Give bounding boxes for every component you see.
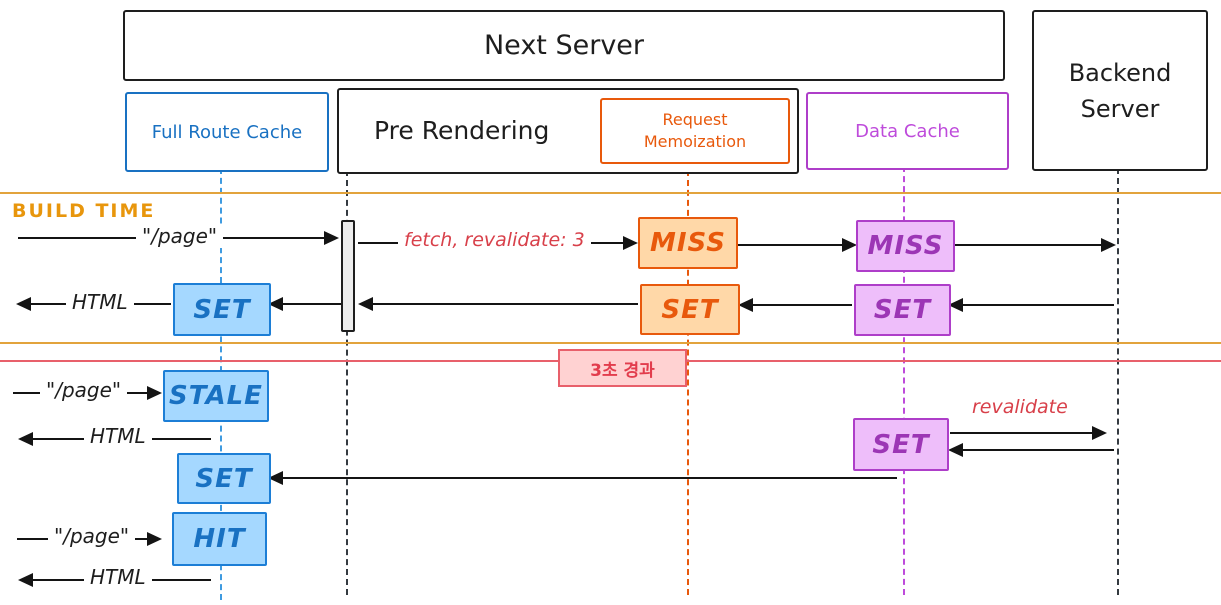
memo-set-box: SET [640,284,740,335]
data-cache-label: Data Cache [855,120,960,142]
elapsed-badge: 3초 경과 [558,349,687,387]
activation-bar [341,220,355,332]
build-time-start-line [0,192,1221,194]
data-set-box-1: SET [854,284,951,336]
backend-server-box: Backend Server [1032,10,1208,171]
fetch-revalidate-label: fetch, revalidate: 3 [398,229,591,251]
route-stale-box: STALE [163,370,269,422]
dataset-to-routeset-arrow [268,471,897,485]
page-request-label-1: "/page" [136,224,224,248]
data-cache-lifeline [903,166,905,595]
memo-to-datacache-arrow [737,238,857,252]
backend-server-lifeline [1117,168,1119,595]
datacache-to-backend-arrow [954,238,1116,252]
html-label-3: HTML [84,565,152,589]
revalidate-return-arrow [948,443,1114,457]
revalidate-arrow [950,426,1107,440]
build-time-end-line [0,342,1221,344]
revalidate-label: revalidate [972,396,1068,418]
pre-rendering-label: Pre Rendering [374,116,550,145]
full-route-cache-box: Full Route Cache [125,92,329,172]
html-label-2: HTML [84,424,152,448]
build-time-label: BUILD TIME [12,200,156,222]
backend-return-arrow [948,298,1114,312]
pre-rendering-lifeline [346,170,348,595]
backend-server-label: Backend Server [1068,58,1172,123]
route-set-box-1: SET [173,283,271,336]
page-request-label-2: "/page" [40,378,128,402]
data-cache-box: Data Cache [806,92,1009,170]
request-memoization-lifeline [687,160,689,595]
memo-miss-box: MISS [638,217,738,269]
page-request-label-3: "/page" [48,524,136,548]
route-set-box-2: SET [177,453,271,504]
full-route-cache-label: Full Route Cache [151,121,303,143]
route-hit-box: HIT [172,512,267,566]
data-miss-box: MISS [856,220,955,272]
dataset-to-memoset-arrow [738,298,852,312]
request-memoization-label: Request Memoization [643,110,747,151]
prerender-to-routeset-arrow [268,297,341,311]
html-label-1: HTML [66,290,134,314]
request-memoization-box: Request Memoization [600,98,790,164]
data-set-box-2: SET [853,418,949,471]
next-server-label: Next Server [483,30,645,61]
memoset-to-prerender-arrow [358,297,638,311]
next-server-box: Next Server [123,10,1005,81]
